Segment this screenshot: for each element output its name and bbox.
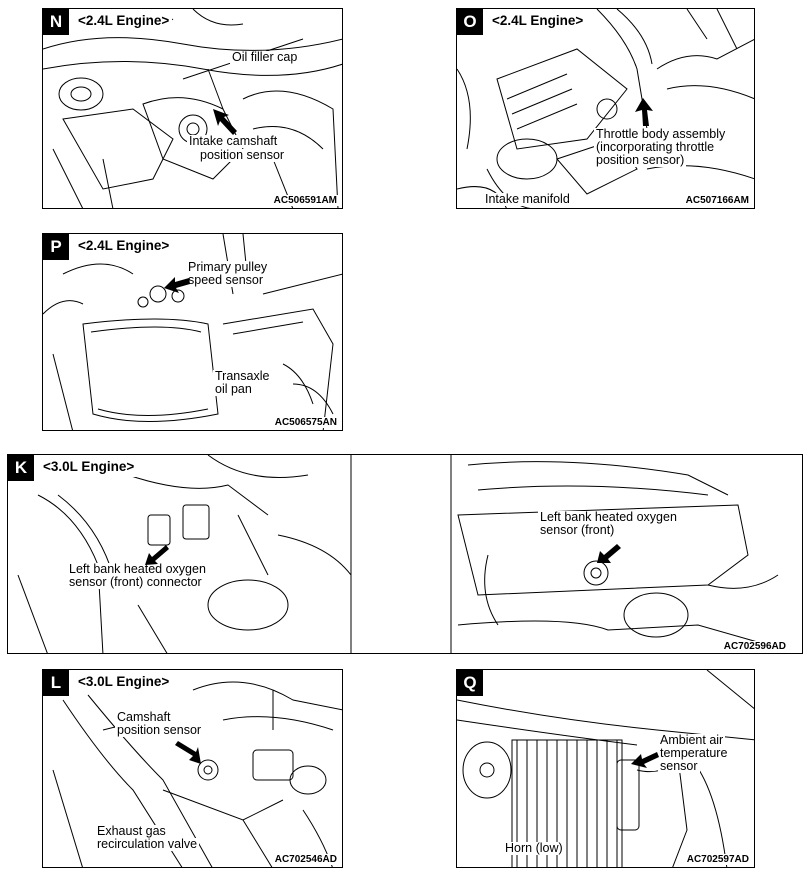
panel-letter: P <box>43 234 69 260</box>
pointer-arrow-icon <box>213 109 237 135</box>
label-camshaft: Camshaft <box>115 710 173 724</box>
label-horn-low: Horn (low) <box>503 841 565 855</box>
engine-label: <2.4L Engine> <box>75 11 173 31</box>
label-throttle-body: Throttle body assembly <box>594 127 728 141</box>
label-ambient-air: Ambient air <box>658 733 726 747</box>
pointer-arrow-icon <box>175 741 201 764</box>
panel-letter: Q <box>457 670 483 696</box>
figure-code: AC507166AM <box>683 195 751 206</box>
label-temperature: temperature <box>658 746 730 760</box>
pointer-arrow-icon <box>597 544 621 563</box>
panel-p: P <2.4L Engine> Primary pulley speed sen… <box>42 233 343 431</box>
pointer-arrow-icon <box>164 277 190 293</box>
panel-k: K <3.0L Engine> Left bank heated oxygen … <box>7 454 803 654</box>
panel-o: O <2.4L Engine> Throttle body assembly (… <box>456 8 755 209</box>
label-position-sensor: position sensor <box>198 148 287 162</box>
label-position-sensor: position sensor) <box>594 153 687 167</box>
label-left-bank-connector-2: sensor (front) connector <box>67 575 204 589</box>
figure-code: AC702546AD <box>272 854 339 865</box>
panel-letter: N <box>43 9 69 35</box>
figure-code: AC506591AM <box>271 195 339 206</box>
engine-illustration-n <box>43 9 342 208</box>
label-position-sensor: position sensor <box>115 723 204 737</box>
label-oil-pan: oil pan <box>213 382 254 396</box>
panel-n: N <2.4L Engine> Oil filler cap Intake ca… <box>42 8 343 209</box>
engine-label: <2.4L Engine> <box>489 11 587 31</box>
label-incorporating-throttle: (incorporating throttle <box>594 140 717 154</box>
label-exhaust-gas: Exhaust gas <box>95 824 168 838</box>
engine-label: <3.0L Engine> <box>75 672 173 692</box>
label-primary-pulley: Primary pulley <box>186 260 270 274</box>
pointer-arrow-icon <box>631 752 659 768</box>
panel-letter: K <box>8 455 34 481</box>
engine-label: <2.4L Engine> <box>75 236 173 256</box>
engine-illustration-k <box>17 455 779 653</box>
label-speed-sensor: speed sensor <box>186 273 266 287</box>
pointer-arrow-icon <box>145 545 169 565</box>
label-left-bank-sensor-2: sensor (front) <box>538 523 617 537</box>
label-transaxle: Transaxle <box>213 369 272 383</box>
label-left-bank-sensor-1: Left bank heated oxygen <box>538 510 679 524</box>
panel-letter: L <box>43 670 69 696</box>
engine-label: <3.0L Engine> <box>40 457 138 477</box>
figure-code: AC702596AD <box>721 641 788 652</box>
label-intake-manifold: Intake manifold <box>483 192 572 206</box>
panel-q: Q Ambient air temperature sensor Horn (l… <box>456 669 755 868</box>
pointer-arrow-icon <box>635 98 653 126</box>
label-oil-filler-cap: Oil filler cap <box>230 50 300 64</box>
panel-l: L <3.0L Engine> Camshaft position sensor… <box>42 669 343 868</box>
figure-code: AC702597AD <box>684 854 751 865</box>
label-egr-valve: recirculation valve <box>95 837 200 851</box>
label-intake-camshaft: Intake camshaft <box>187 134 280 148</box>
label-left-bank-connector-1: Left bank heated oxygen <box>67 562 208 576</box>
figure-code: AC506575AN <box>272 417 339 428</box>
engine-illustration-o <box>457 9 754 208</box>
horn-illustration-q <box>457 670 754 867</box>
label-sensor: sensor <box>658 759 700 773</box>
panel-letter: O <box>457 9 483 35</box>
